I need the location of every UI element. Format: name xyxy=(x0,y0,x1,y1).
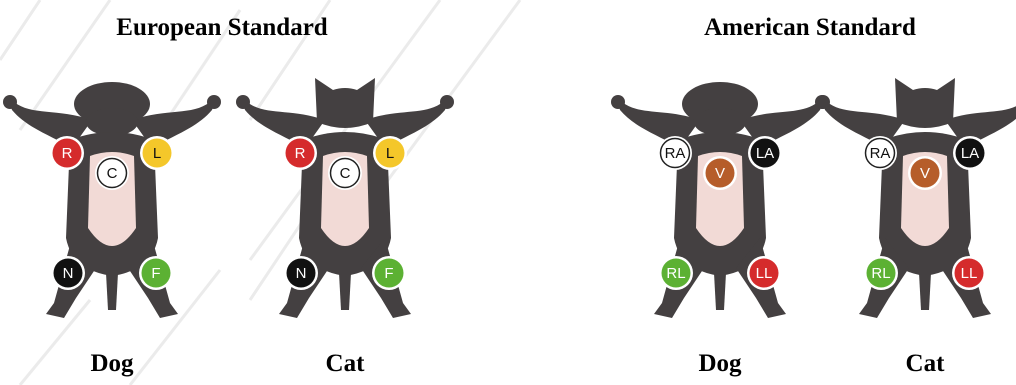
tail xyxy=(106,273,118,310)
electrode-label: V xyxy=(715,165,725,182)
us-cat-caption: Cat xyxy=(906,350,945,378)
electrode-label: C xyxy=(107,165,118,182)
electrode-label: RA xyxy=(870,145,891,162)
electrode-label: LA xyxy=(756,145,774,162)
european-cat-figure: R L C N F xyxy=(236,78,454,318)
electrode-label: RA xyxy=(665,145,686,162)
electrode-label: L xyxy=(153,145,161,162)
electrode-label: F xyxy=(384,265,393,282)
electrode-r: R xyxy=(50,136,84,170)
eu-cat-caption: Cat xyxy=(326,350,365,378)
left-paw xyxy=(207,95,221,109)
electrode-label: R xyxy=(295,145,306,162)
electrode-n: N xyxy=(51,256,85,290)
electrode-label: N xyxy=(63,265,74,282)
electrode-label: LL xyxy=(756,265,773,282)
electrode-n: N xyxy=(284,256,318,290)
tail xyxy=(339,273,351,310)
electrode-label: LL xyxy=(961,265,978,282)
electrode-ll: LL xyxy=(747,256,781,290)
electrode-la: LA xyxy=(748,136,782,170)
electrode-l: L xyxy=(373,136,407,170)
electrode-v: V xyxy=(703,156,737,190)
tail xyxy=(714,273,726,310)
electrode-v: V xyxy=(908,156,942,190)
right-paw xyxy=(3,95,17,109)
left-paw xyxy=(440,95,454,109)
american-dog-figure: RA LA V RL LL xyxy=(611,82,829,318)
electrode-f: F xyxy=(372,256,406,290)
electrode-r: R xyxy=(283,136,317,170)
cat-head xyxy=(315,78,375,128)
electrode-label: C xyxy=(340,165,351,182)
electrode-label: R xyxy=(62,145,73,162)
electrode-ra: RA xyxy=(863,136,897,170)
electrode-rl: RL xyxy=(864,256,898,290)
european-dog-figure: R L C N F xyxy=(3,82,221,318)
eu-dog-caption: Dog xyxy=(90,350,133,378)
electrode-rl: RL xyxy=(659,256,693,290)
right-paw xyxy=(236,95,250,109)
right-paw xyxy=(816,95,830,109)
dog-neck xyxy=(86,108,138,136)
cat-head xyxy=(895,78,955,128)
electrode-ll: LL xyxy=(952,256,986,290)
electrode-label: F xyxy=(151,265,160,282)
electrode-label: L xyxy=(386,145,394,162)
tail xyxy=(919,273,931,310)
electrode-l: L xyxy=(140,136,174,170)
electrode-label: RL xyxy=(666,265,685,282)
electrode-c: C xyxy=(95,156,129,190)
electrode-c: C xyxy=(328,156,362,190)
us-dog-caption: Dog xyxy=(698,350,741,378)
right-paw xyxy=(611,95,625,109)
electrode-f: F xyxy=(139,256,173,290)
electrode-label: N xyxy=(296,265,307,282)
electrode-label: LA xyxy=(961,145,979,162)
electrode-ra: RA xyxy=(658,136,692,170)
electrode-la: LA xyxy=(953,136,987,170)
electrode-label: RL xyxy=(871,265,890,282)
american-cat-figure: RA LA V RL LL xyxy=(816,78,1016,318)
dog-neck xyxy=(694,108,746,136)
electrode-label: V xyxy=(920,165,930,182)
